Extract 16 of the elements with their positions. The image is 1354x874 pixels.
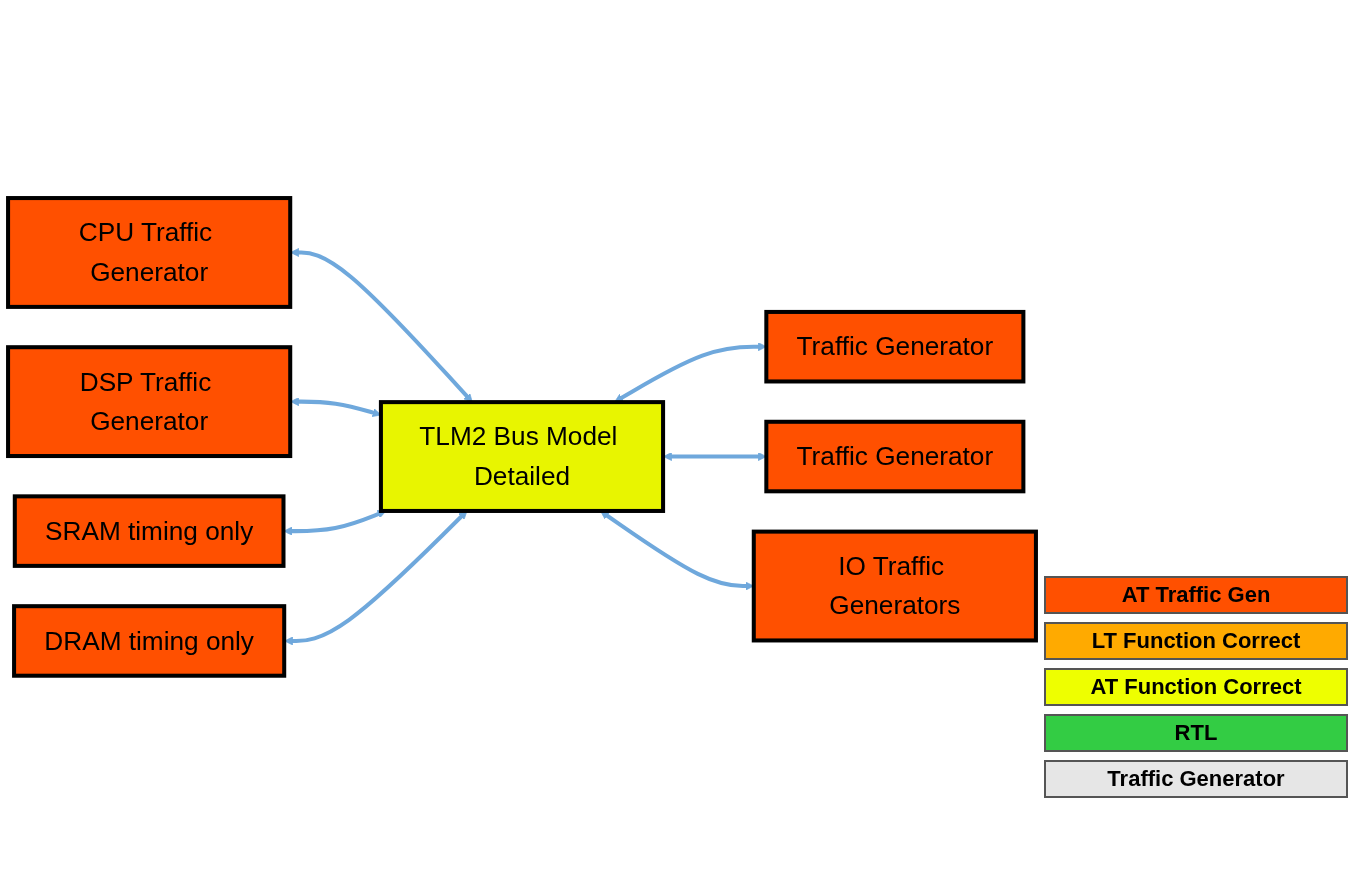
node-box: CPU Traffic Generator (6, 196, 293, 309)
legend-swatch: LT Function Correct (1044, 622, 1348, 660)
node-box: TLM2 Bus Model Detailed (378, 400, 666, 514)
node-box: Traffic Generator (764, 419, 1026, 494)
arrow (600, 510, 755, 591)
node-box: Traffic Generator (764, 310, 1026, 384)
legend-swatch: AT Function Correct (1044, 668, 1348, 706)
node-box: DSP Traffic Generator (6, 345, 293, 459)
arrow (284, 510, 468, 646)
arrow (614, 342, 767, 403)
legend-swatch: AT Traffic Gen (1044, 576, 1348, 614)
node-box: DRAM timing only (12, 604, 287, 678)
legend-swatch: Traffic Generator (1044, 760, 1348, 798)
legend-swatch: RTL (1044, 714, 1348, 752)
node-box: SRAM timing only (12, 494, 286, 568)
node-box: IO Traffic Generators (751, 529, 1038, 643)
